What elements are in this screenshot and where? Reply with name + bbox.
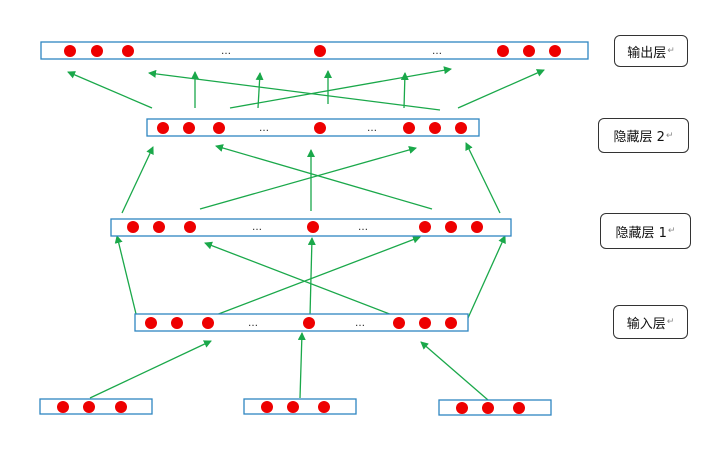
neuron-node [202,317,214,329]
neuron-node [57,401,69,413]
neuron-node [497,45,509,57]
neuron-node [83,401,95,413]
neuron-node [153,221,165,233]
output-layer-label-text: 输出层 [627,45,667,61]
neuron-node [403,122,415,134]
neuron-node [455,122,467,134]
neuron-node [445,317,457,329]
return-mark: ↵ [667,46,675,56]
neuron-node [213,122,225,134]
neuron-node [122,45,134,57]
arrow [297,332,306,399]
input-layer-box [134,313,469,332]
neuron-node [513,402,525,414]
neuron-node [157,122,169,134]
arrow [467,235,506,319]
arrow [148,69,441,111]
input-layer-label-text: 输入层 [626,316,666,332]
neuron-node [318,401,330,413]
arrow [199,146,417,210]
ellipsis-text: … [221,46,231,57]
hidden2-layer-label: 隐藏层 2↵ [598,118,689,153]
arrow [457,69,545,109]
arrow [67,71,153,109]
ellipsis-text: … [259,123,269,134]
return-mark: ↵ [667,226,676,236]
ellipsis-text: … [248,318,258,329]
ellipsis-text: … [252,222,262,233]
arrow [400,72,409,109]
arrow [114,235,138,319]
neuron-node [419,317,431,329]
neuron-node [115,401,127,413]
hidden1-layer-label: 隐藏层 1↵ [600,213,691,249]
bottom-group-box-3 [438,399,552,416]
ellipsis-text: … [367,123,377,134]
arrow [89,340,212,399]
output-layer-label: 输出层↵ [614,35,688,67]
neuron-node [445,221,457,233]
neuron-node [261,401,273,413]
neuron-node [314,122,326,134]
neuron-node [314,45,326,57]
arrow [255,72,264,109]
neuron-node [287,401,299,413]
neuron-node [549,45,561,57]
return-mark: ↵ [666,317,675,327]
neuron-node [183,122,195,134]
hidden1-layer-label-text: 隐藏层 1 [615,225,667,241]
bottom-group-box-1 [39,398,153,415]
neuron-node [303,317,315,329]
ellipsis-text: … [432,46,442,57]
neuron-node [429,122,441,134]
neuron-node [171,317,183,329]
arrow [465,142,501,214]
return-mark: ↵ [665,130,674,141]
ellipsis-text: … [358,222,368,233]
neuron-node [64,45,76,57]
neuron-nodes [57,45,561,414]
neuron-node [523,45,535,57]
input-layer-label: 输入层↵ [613,305,688,339]
neuron-node [145,317,157,329]
neuron-node [91,45,103,57]
arrow [229,66,452,109]
arrow [207,235,421,319]
neuron-node [456,402,468,414]
arrow [121,146,154,214]
neuron-node [307,221,319,233]
neuron-node [471,221,483,233]
neuron-node [184,221,196,233]
neuron-node [393,317,405,329]
neuron-node [482,402,494,414]
arrow [420,341,489,401]
ellipsis-text: … [355,318,365,329]
bottom-group-box-2 [243,398,357,415]
arrow [307,237,316,317]
hidden2-layer-label-text: 隐藏层 2 [613,130,665,145]
connection-arrows [67,66,545,401]
neuron-node [419,221,431,233]
hidden2-layer-box [146,118,480,137]
arrow [215,144,433,210]
neuron-node [127,221,139,233]
arrow [204,241,401,319]
